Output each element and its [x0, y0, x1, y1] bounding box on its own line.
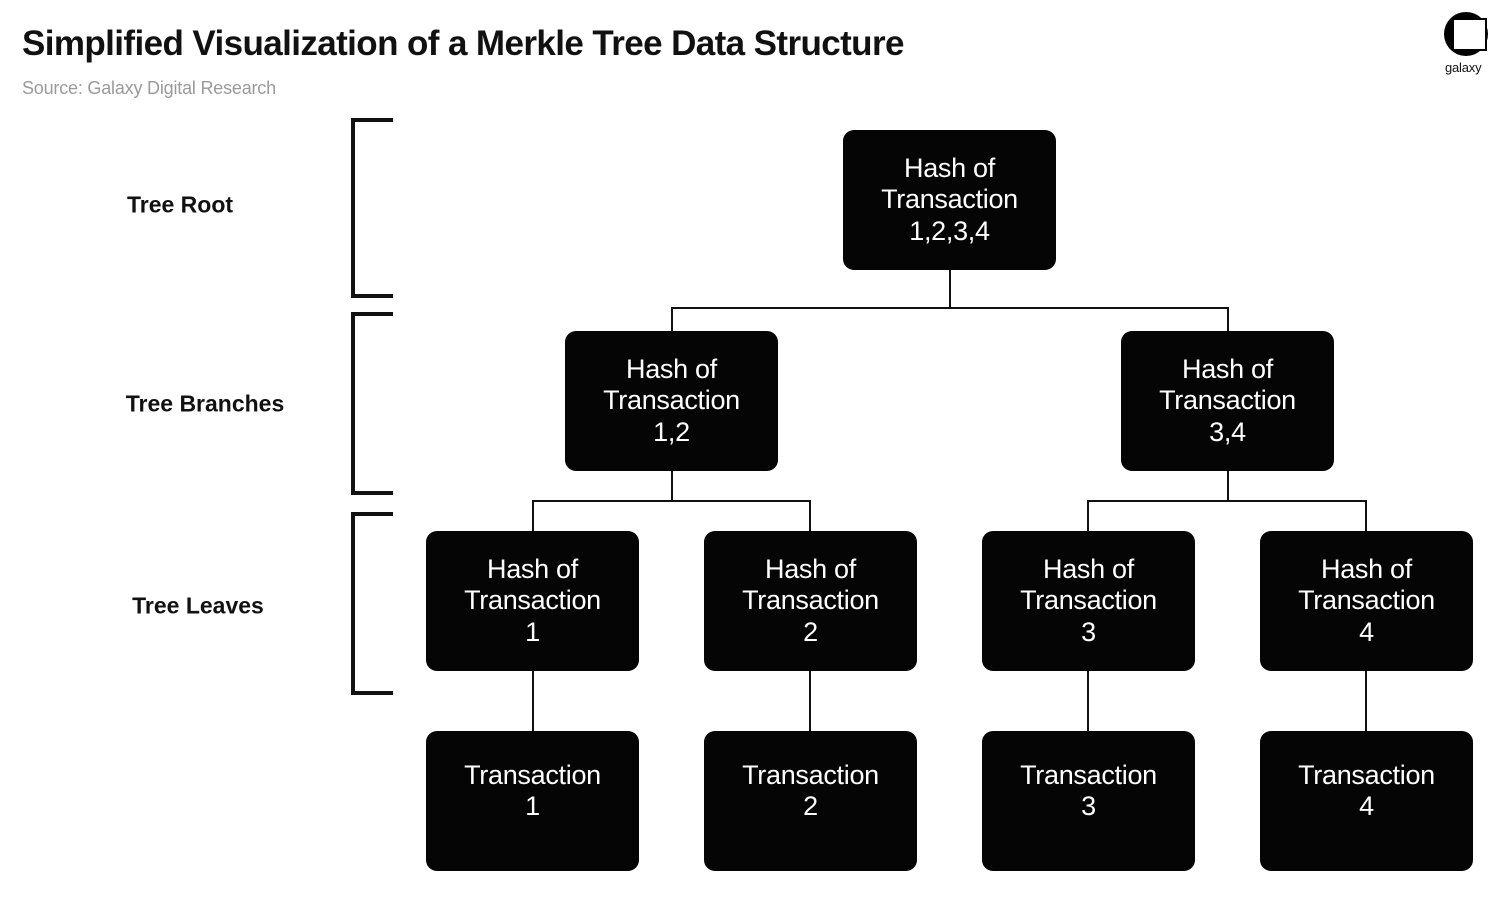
node-line-2: Transaction	[1159, 385, 1296, 416]
node-line-2: Transaction	[742, 585, 879, 616]
node-transaction-3[interactable]: Transaction 3	[982, 731, 1195, 871]
row-label-tree-branches: Tree Branches	[125, 390, 285, 417]
node-leaf-hash-4[interactable]: Hash of Transaction 4	[1260, 531, 1473, 671]
connector-leaf1-drop	[532, 500, 534, 532]
node-line-2: Transaction	[603, 385, 740, 416]
node-line-1: Hash of	[626, 354, 717, 385]
node-line-2: 3	[1081, 791, 1096, 822]
node-transaction-1[interactable]: Transaction 1	[426, 731, 639, 871]
connector-leaf34-bus	[1087, 500, 1366, 502]
node-line-2: Transaction	[464, 585, 601, 616]
node-line-1: Transaction	[464, 760, 601, 790]
node-line-2: Transaction	[1298, 585, 1435, 616]
node-line-2: 1	[525, 791, 540, 822]
connector-leaf3-txn3	[1087, 668, 1089, 732]
node-line-3: 3,4	[1209, 416, 1246, 447]
node-line-3: 1,2	[653, 416, 690, 447]
galaxy-logo-mark	[1429, 12, 1489, 58]
connector-branch-left-drop	[671, 307, 673, 333]
node-line-1: Hash of	[487, 554, 578, 585]
node-transaction-2[interactable]: Transaction 2	[704, 731, 917, 871]
node-line-1: Hash of	[1043, 554, 1134, 585]
node-line-1: Hash of	[1182, 354, 1273, 385]
node-line-3: 1	[525, 616, 540, 647]
connector-leaf12-bus	[532, 500, 811, 502]
connector-root-stem	[949, 268, 951, 309]
node-line-1: Hash of	[1321, 554, 1412, 585]
connector-branch12-stem	[671, 468, 673, 501]
connector-leaf4-txn4	[1365, 668, 1367, 732]
bracket-tree-leaves	[351, 512, 393, 695]
node-root-hash-1234[interactable]: Hash of Transaction 1,2,3,4	[843, 130, 1056, 270]
connector-branch-bus	[671, 307, 1229, 309]
page-title: Simplified Visualization of a Merkle Tre…	[22, 24, 904, 63]
node-line-2: 4	[1359, 791, 1374, 822]
connector-branch34-stem	[1227, 468, 1229, 501]
node-line-1: Transaction	[742, 760, 879, 790]
source-subtitle: Source: Galaxy Digital Research	[22, 78, 276, 98]
galaxy-logo: galaxy	[1429, 12, 1491, 82]
node-branch-hash-12[interactable]: Hash of Transaction 1,2	[565, 331, 778, 471]
node-line-3: 2	[803, 616, 818, 647]
node-line-1: Transaction	[1298, 760, 1435, 790]
node-leaf-hash-1[interactable]: Hash of Transaction 1	[426, 531, 639, 671]
node-line-2: Transaction	[1020, 585, 1157, 616]
node-leaf-hash-3[interactable]: Hash of Transaction 3	[982, 531, 1195, 671]
galaxy-wordmark: galaxy	[1445, 60, 1482, 75]
node-line-3: 1,2,3,4	[909, 215, 990, 246]
node-line-1: Hash of	[904, 153, 995, 184]
connector-leaf2-drop	[809, 500, 811, 532]
connector-leaf2-txn2	[809, 668, 811, 732]
bracket-tree-root	[351, 118, 393, 298]
node-line-3: 3	[1081, 616, 1096, 647]
node-line-2: Transaction	[881, 184, 1018, 215]
row-label-tree-leaves: Tree Leaves	[132, 592, 264, 619]
node-branch-hash-34[interactable]: Hash of Transaction 3,4	[1121, 331, 1334, 471]
connector-branch-right-drop	[1227, 307, 1229, 333]
node-line-3: 4	[1359, 616, 1374, 647]
square-icon	[1452, 18, 1487, 51]
connector-leaf1-txn1	[532, 668, 534, 732]
node-transaction-4[interactable]: Transaction 4	[1260, 731, 1473, 871]
node-line-1: Hash of	[765, 554, 856, 585]
connector-leaf4-drop	[1365, 500, 1367, 532]
bracket-tree-branches	[351, 312, 393, 495]
row-label-tree-root: Tree Root	[126, 191, 234, 218]
node-line-1: Transaction	[1020, 760, 1157, 790]
node-line-2: 2	[803, 791, 818, 822]
connector-leaf3-drop	[1087, 500, 1089, 532]
node-leaf-hash-2[interactable]: Hash of Transaction 2	[704, 531, 917, 671]
